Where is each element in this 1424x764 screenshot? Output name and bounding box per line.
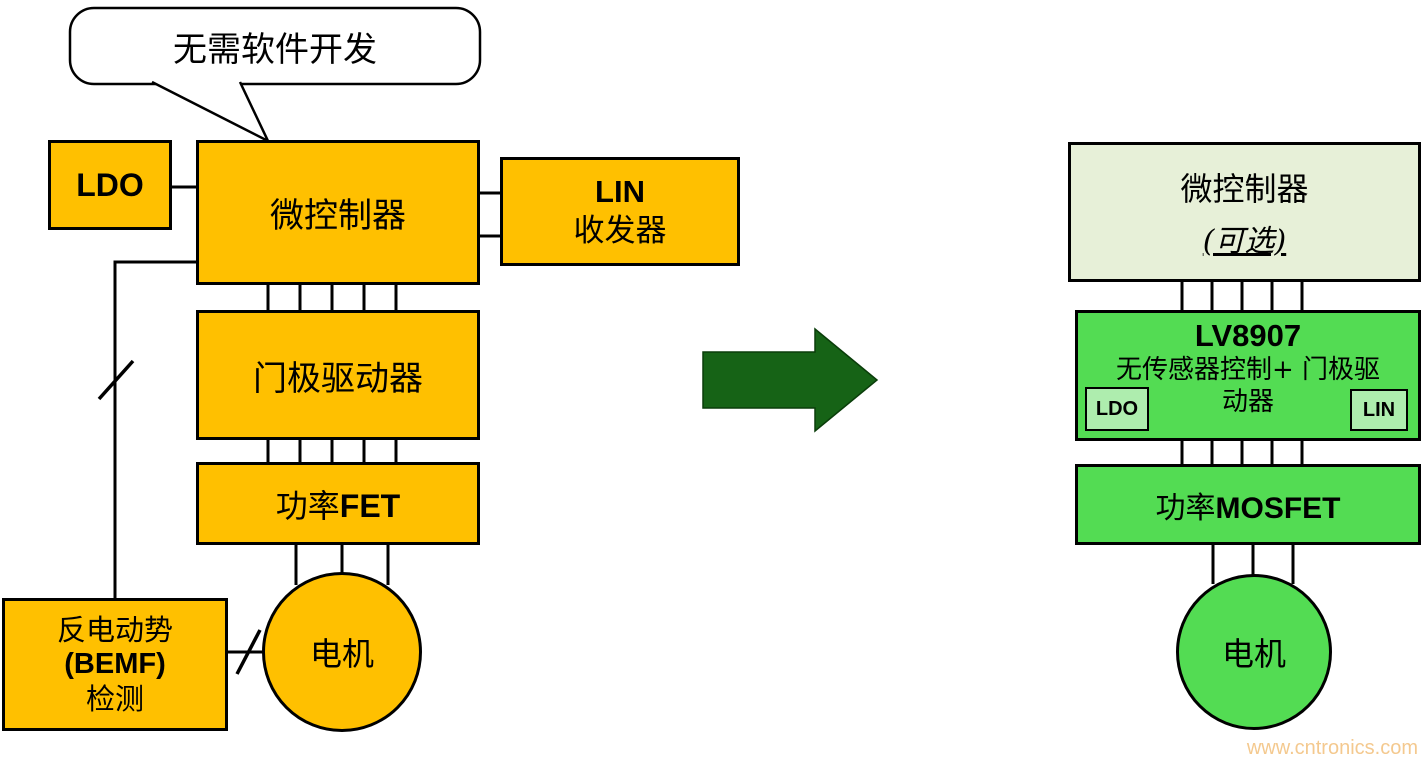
- lv8907-block: LV8907 无传感器控制+ 门极驱 动器 LDO LIN: [1075, 310, 1421, 441]
- power-fet-block: 功率FET: [196, 462, 480, 545]
- bemf-line2: (BEMF): [64, 648, 166, 681]
- motor-circle-right: 电机: [1176, 574, 1332, 730]
- transition-arrow-shape: [702, 327, 879, 433]
- motor-label-right: 电机: [1221, 635, 1286, 673]
- motor-circle-left: 电机: [262, 572, 422, 732]
- lin-transceiver-label: 收发器: [573, 212, 667, 249]
- power-mosfet-block: 功率MOSFET: [1075, 464, 1421, 545]
- callout-bubble-shape: [68, 6, 482, 144]
- bemf-line1: 反电动势: [56, 613, 173, 648]
- power-mosfet-label: 功率MOSFET: [1156, 483, 1341, 527]
- lv8907-lin-chip: LIN: [1350, 389, 1408, 431]
- power-fet-suffix: FET: [339, 487, 401, 524]
- lin-transceiver-block: LIN 收发器: [500, 157, 740, 266]
- bemf-line3: 检测: [85, 681, 144, 716]
- power-mosfet-prefix: 功率: [1155, 490, 1216, 526]
- lv8907-subtitle-line2: 动器: [1221, 387, 1274, 418]
- mcu-optional-label: 微控制器: [1180, 170, 1309, 208]
- gate-driver-block: 门极驱动器: [196, 310, 480, 440]
- ldo-label: LDO: [76, 166, 144, 203]
- power-fet-prefix: 功率: [275, 486, 340, 525]
- watermark: www.cntronics.com: [1246, 737, 1418, 759]
- lv8907-ldo-label: LDO: [1095, 397, 1139, 420]
- lv8907-title: LV8907: [1194, 318, 1302, 353]
- power-fet-label: 功率FET: [276, 481, 400, 527]
- ldo-block: LDO: [48, 140, 172, 230]
- mcu-label: 微控制器: [270, 196, 406, 236]
- motor-label-left: 电机: [309, 635, 374, 673]
- gate-driver-label: 门极驱动器: [253, 358, 423, 399]
- callout-text: 无需软件开发: [173, 29, 377, 70]
- mcu-optional-note: (可选): [1202, 224, 1287, 259]
- callout-bubble: 无需软件开发: [70, 8, 480, 84]
- lv8907-subtitle-line1: 无传感器控制+ 门极驱: [1115, 354, 1381, 385]
- mcu-optional-block: 微控制器 (可选): [1068, 142, 1421, 282]
- mcu-block: 微控制器: [196, 140, 480, 285]
- bemf-detection-block: 反电动势 (BEMF) 检测: [2, 598, 228, 731]
- lin-label: LIN: [595, 173, 645, 209]
- lv8907-ldo-chip: LDO: [1085, 387, 1149, 431]
- lv8907-lin-label: LIN: [1362, 398, 1396, 421]
- power-mosfet-suffix: MOSFET: [1215, 491, 1341, 525]
